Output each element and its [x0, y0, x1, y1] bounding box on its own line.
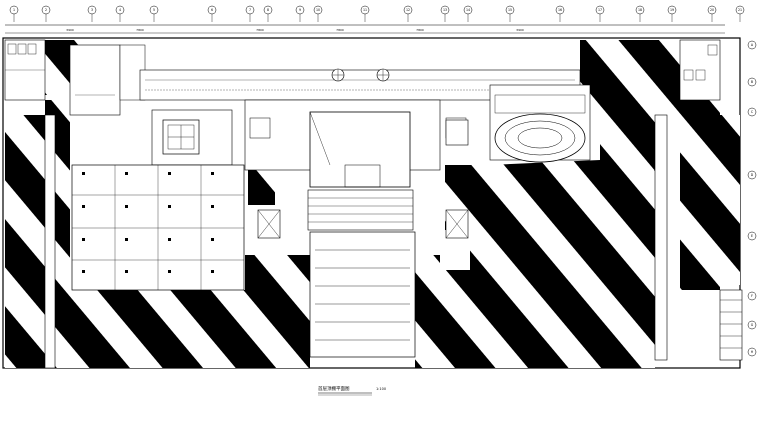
grid-bubble-label: 7 — [249, 8, 251, 12]
grid-bubble-label: H — [751, 350, 754, 354]
grid-bubble: E — [747, 231, 757, 241]
grid-bubble-label: F — [751, 294, 753, 298]
grid-bubble-label: 15 — [508, 8, 512, 12]
grid-bubble-label: B — [751, 80, 753, 84]
grid-bubble-label: 4 — [119, 8, 121, 12]
left-toilet-room — [4, 39, 46, 101]
dimension-value: 7800 — [256, 28, 264, 32]
structural-wall — [654, 114, 668, 361]
grid-bubble-label: 2 — [45, 8, 47, 12]
grid-bubble-label: 6 — [211, 8, 213, 12]
grid-bubble-label: 19 — [670, 8, 674, 12]
grid-bubble-label: D — [751, 173, 754, 177]
oval-ceiling-feature — [489, 84, 591, 163]
grid-bubble-label: 1 — [13, 8, 15, 12]
grid-bubble-label: 16 — [558, 8, 562, 12]
grid-bubble: 12 — [403, 5, 413, 22]
grid-bubble: C — [747, 107, 757, 117]
hatch-zone-right-edge — [668, 100, 740, 285]
structural-wall — [44, 114, 56, 369]
drawing-caption: 首层顶棚平面图 1:100 — [318, 385, 386, 396]
hatch-zone-far-right — [680, 115, 720, 290]
hatch-zone-center-left — [248, 160, 275, 205]
grid-bubble: 20 — [707, 5, 717, 22]
grid-bubble-label: 14 — [466, 8, 470, 12]
dimension-value: 3900 — [516, 28, 524, 32]
grid-bubble: F — [747, 291, 757, 301]
dimension-value: 7800 — [336, 28, 344, 32]
caption-title: 首层顶棚平面图 — [318, 385, 350, 392]
entrance-fixtures — [331, 68, 390, 82]
left-hall-grid-ceiling — [71, 164, 245, 291]
grid-bubble: 15 — [505, 5, 515, 22]
grid-bubble-label: 13 — [443, 8, 447, 12]
grid-bubble: 2 — [41, 5, 51, 22]
dimension-line-row: 3900 7800 7800 7800 7800 3900 — [66, 28, 524, 32]
dimension-value: 7800 — [136, 28, 144, 32]
hatch-zone-right-center — [415, 255, 440, 368]
hatched-zones — [5, 40, 740, 368]
lower-central-hall — [309, 231, 416, 358]
grid-bubble: H — [747, 347, 757, 357]
grid-bubble: 1 — [9, 5, 19, 22]
grid-bubble: 10 — [313, 5, 323, 22]
grid-bubble: 21 — [735, 5, 745, 22]
grid-bubble-label: 8 — [267, 8, 269, 12]
right-grid-axis-bubbles: A B C D E F G H — [747, 40, 757, 357]
hatch-zone-center-mid — [245, 255, 310, 290]
dimension-value: 3900 — [66, 28, 74, 32]
grid-bubble: A — [747, 40, 757, 50]
central-lobby — [244, 99, 467, 188]
grid-bubble-label: 18 — [638, 8, 642, 12]
grid-bubble: 19 — [667, 5, 677, 22]
grid-bubble-label: 5 — [153, 8, 155, 12]
hatch-zone-right-upper — [580, 40, 680, 115]
grid-bubble: 17 — [595, 5, 605, 22]
grid-bubble-label: 21 — [738, 8, 742, 12]
grid-bubble: 16 — [555, 5, 565, 22]
grid-bubble-label: G — [751, 323, 754, 327]
grid-bubble: 9 — [295, 5, 305, 22]
caption-scale: 1:100 — [376, 387, 386, 391]
grid-bubble-label: 20 — [710, 8, 714, 12]
central-stair — [307, 189, 414, 231]
grid-bubble: B — [747, 77, 757, 87]
grid-bubble: 13 — [440, 5, 450, 22]
grid-bubble-label: E — [751, 234, 753, 238]
grid-bubble: 8 — [263, 5, 273, 22]
grid-bubble-label: 17 — [598, 8, 602, 12]
grid-bubble-label: 9 — [299, 8, 301, 12]
grid-bubble: G — [747, 320, 757, 330]
grid-bubble: 18 — [635, 5, 645, 22]
grid-bubble-label: 10 — [316, 8, 320, 12]
grid-bubble: 5 — [149, 5, 159, 22]
grid-bubble: 11 — [360, 5, 370, 22]
hatch-zone-left — [5, 45, 120, 368]
grid-bubble-label: 3 — [91, 8, 93, 12]
hatch-zone-right-main — [440, 115, 655, 368]
left-service-room — [69, 44, 146, 116]
grid-bubble: 14 — [463, 5, 473, 22]
grid-bubble-label: 11 — [363, 8, 367, 12]
grid-bubble-label: C — [751, 110, 754, 114]
coffered-ceiling-feature — [151, 109, 233, 166]
dimension-value: 7800 — [416, 28, 424, 32]
right-exit-stair — [719, 289, 743, 361]
grid-bubble-label: 12 — [406, 8, 410, 12]
grid-bubble: 3 — [87, 5, 97, 22]
grid-bubble: 4 — [115, 5, 125, 22]
hatch-zone-left-bottom — [70, 290, 310, 368]
grid-bubble: 6 — [207, 5, 217, 22]
grid-bubble: D — [747, 170, 757, 180]
right-toilet-room — [679, 39, 721, 101]
grid-bubble: 7 — [245, 5, 255, 22]
elevator-cores — [257, 119, 469, 239]
grid-bubble-label: A — [751, 43, 754, 47]
